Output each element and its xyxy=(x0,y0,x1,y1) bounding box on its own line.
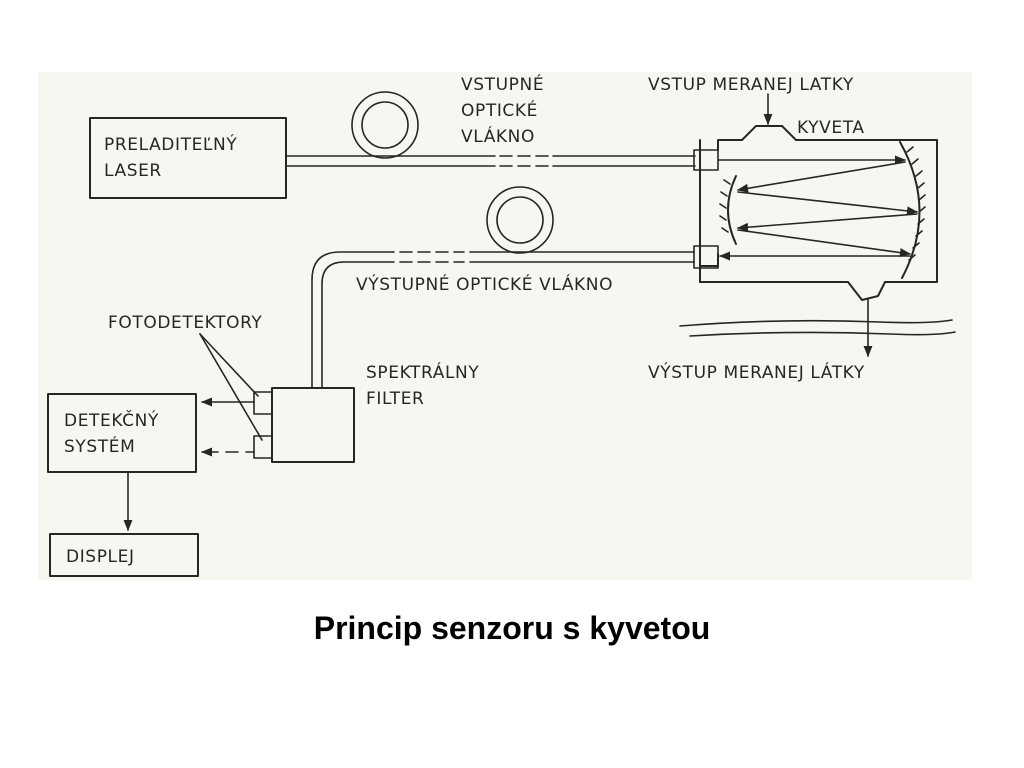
spectral-filter-box xyxy=(271,387,355,463)
substance-output-label: VÝSTUP MERANEJ LÁTKY xyxy=(648,361,865,383)
right-mirror xyxy=(899,141,921,279)
left-mirror-hatch xyxy=(719,179,731,233)
photodetectors-label: FOTODETEKTORY xyxy=(108,313,262,333)
beam-path xyxy=(717,155,919,261)
input-fiber-coil-outer xyxy=(351,91,419,159)
output-port xyxy=(693,245,719,269)
photodetector-top xyxy=(253,391,273,415)
right-mirror-hatch xyxy=(906,146,926,261)
hatch-mark xyxy=(918,194,926,201)
input-fiber-label-line1: VSTUPNÉ xyxy=(461,73,544,95)
photodetector-leader xyxy=(199,333,259,397)
detection-system-box xyxy=(47,393,197,473)
drain-stroke xyxy=(679,319,953,327)
hatch-mark xyxy=(906,146,914,153)
photodetector-bottom xyxy=(253,435,273,459)
hatch-mark xyxy=(723,179,731,185)
hatch-mark xyxy=(719,203,727,209)
display-label: DISPLEJ xyxy=(66,547,135,567)
spectral-filter-label-line2: FILTER xyxy=(366,389,424,409)
spectral-filter-block: SPEKTRÁLNY FILTER FOTODETEKTORY xyxy=(108,313,479,463)
laser-label-line2: LASER xyxy=(104,161,162,181)
output-fiber-coil-outer xyxy=(486,186,554,254)
slide-title: Princip senzoru s kyvetou xyxy=(313,610,711,646)
left-mirror xyxy=(727,175,737,245)
input-port xyxy=(693,149,719,171)
hatch-mark xyxy=(917,182,925,189)
display-block: DISPLEJ xyxy=(49,533,199,577)
detection-system-block: DETEKČNÝ SYSTÉM xyxy=(47,393,197,532)
output-fiber-bend-inner xyxy=(321,261,395,389)
beam-ray xyxy=(737,229,912,258)
hatch-mark xyxy=(908,254,916,261)
input-fiber-coil-inner xyxy=(361,101,409,149)
beam-ray xyxy=(736,213,918,232)
cuvette-block: VSTUP MERANEJ LATKY KYVETA VÝSTUP MERANE… xyxy=(648,75,956,383)
detection-label-line1: DETEKČNÝ xyxy=(64,409,159,431)
display-box xyxy=(49,533,199,577)
substance-input-label: VSTUP MERANEJ LATKY xyxy=(648,75,854,95)
output-fiber-bend-outer xyxy=(311,251,395,389)
input-fiber-label-line3: VLÁKNO xyxy=(461,125,535,147)
hatch-mark xyxy=(915,230,923,237)
hatch-mark xyxy=(918,206,926,213)
input-fiber-label-line2: OPTICKÉ xyxy=(461,99,538,121)
drain-stroke xyxy=(689,331,956,337)
hatch-mark xyxy=(721,227,729,233)
hatch-mark xyxy=(720,191,728,197)
cuvette-label: KYVETA xyxy=(797,118,865,138)
hatch-mark xyxy=(719,215,727,221)
hatch-mark xyxy=(911,158,919,165)
photodetector-leader xyxy=(199,333,263,441)
spectral-filter-label-line1: SPEKTRÁLNY xyxy=(366,361,479,383)
laser-block: PRELADITEĽNÝ LASER xyxy=(89,117,287,199)
laser-box xyxy=(89,117,287,199)
cuvette-outline xyxy=(699,125,938,301)
hatch-mark xyxy=(912,242,920,249)
detection-label-line2: SYSTÉM xyxy=(64,435,135,457)
hatch-mark xyxy=(917,218,925,225)
output-fiber: VÝSTUPNÉ OPTICKÉ VLÁKNO xyxy=(311,186,695,389)
output-fiber-label: VÝSTUPNÉ OPTICKÉ VLÁKNO xyxy=(356,273,613,295)
beam-ray xyxy=(737,191,919,216)
output-fiber-coil-inner xyxy=(496,196,544,244)
hatch-mark xyxy=(915,170,923,177)
beam-ray xyxy=(736,161,906,193)
input-fiber: VSTUPNÉ OPTICKÉ VLÁKNO xyxy=(285,73,696,167)
laser-label-line1: PRELADITEĽNÝ xyxy=(104,133,237,155)
